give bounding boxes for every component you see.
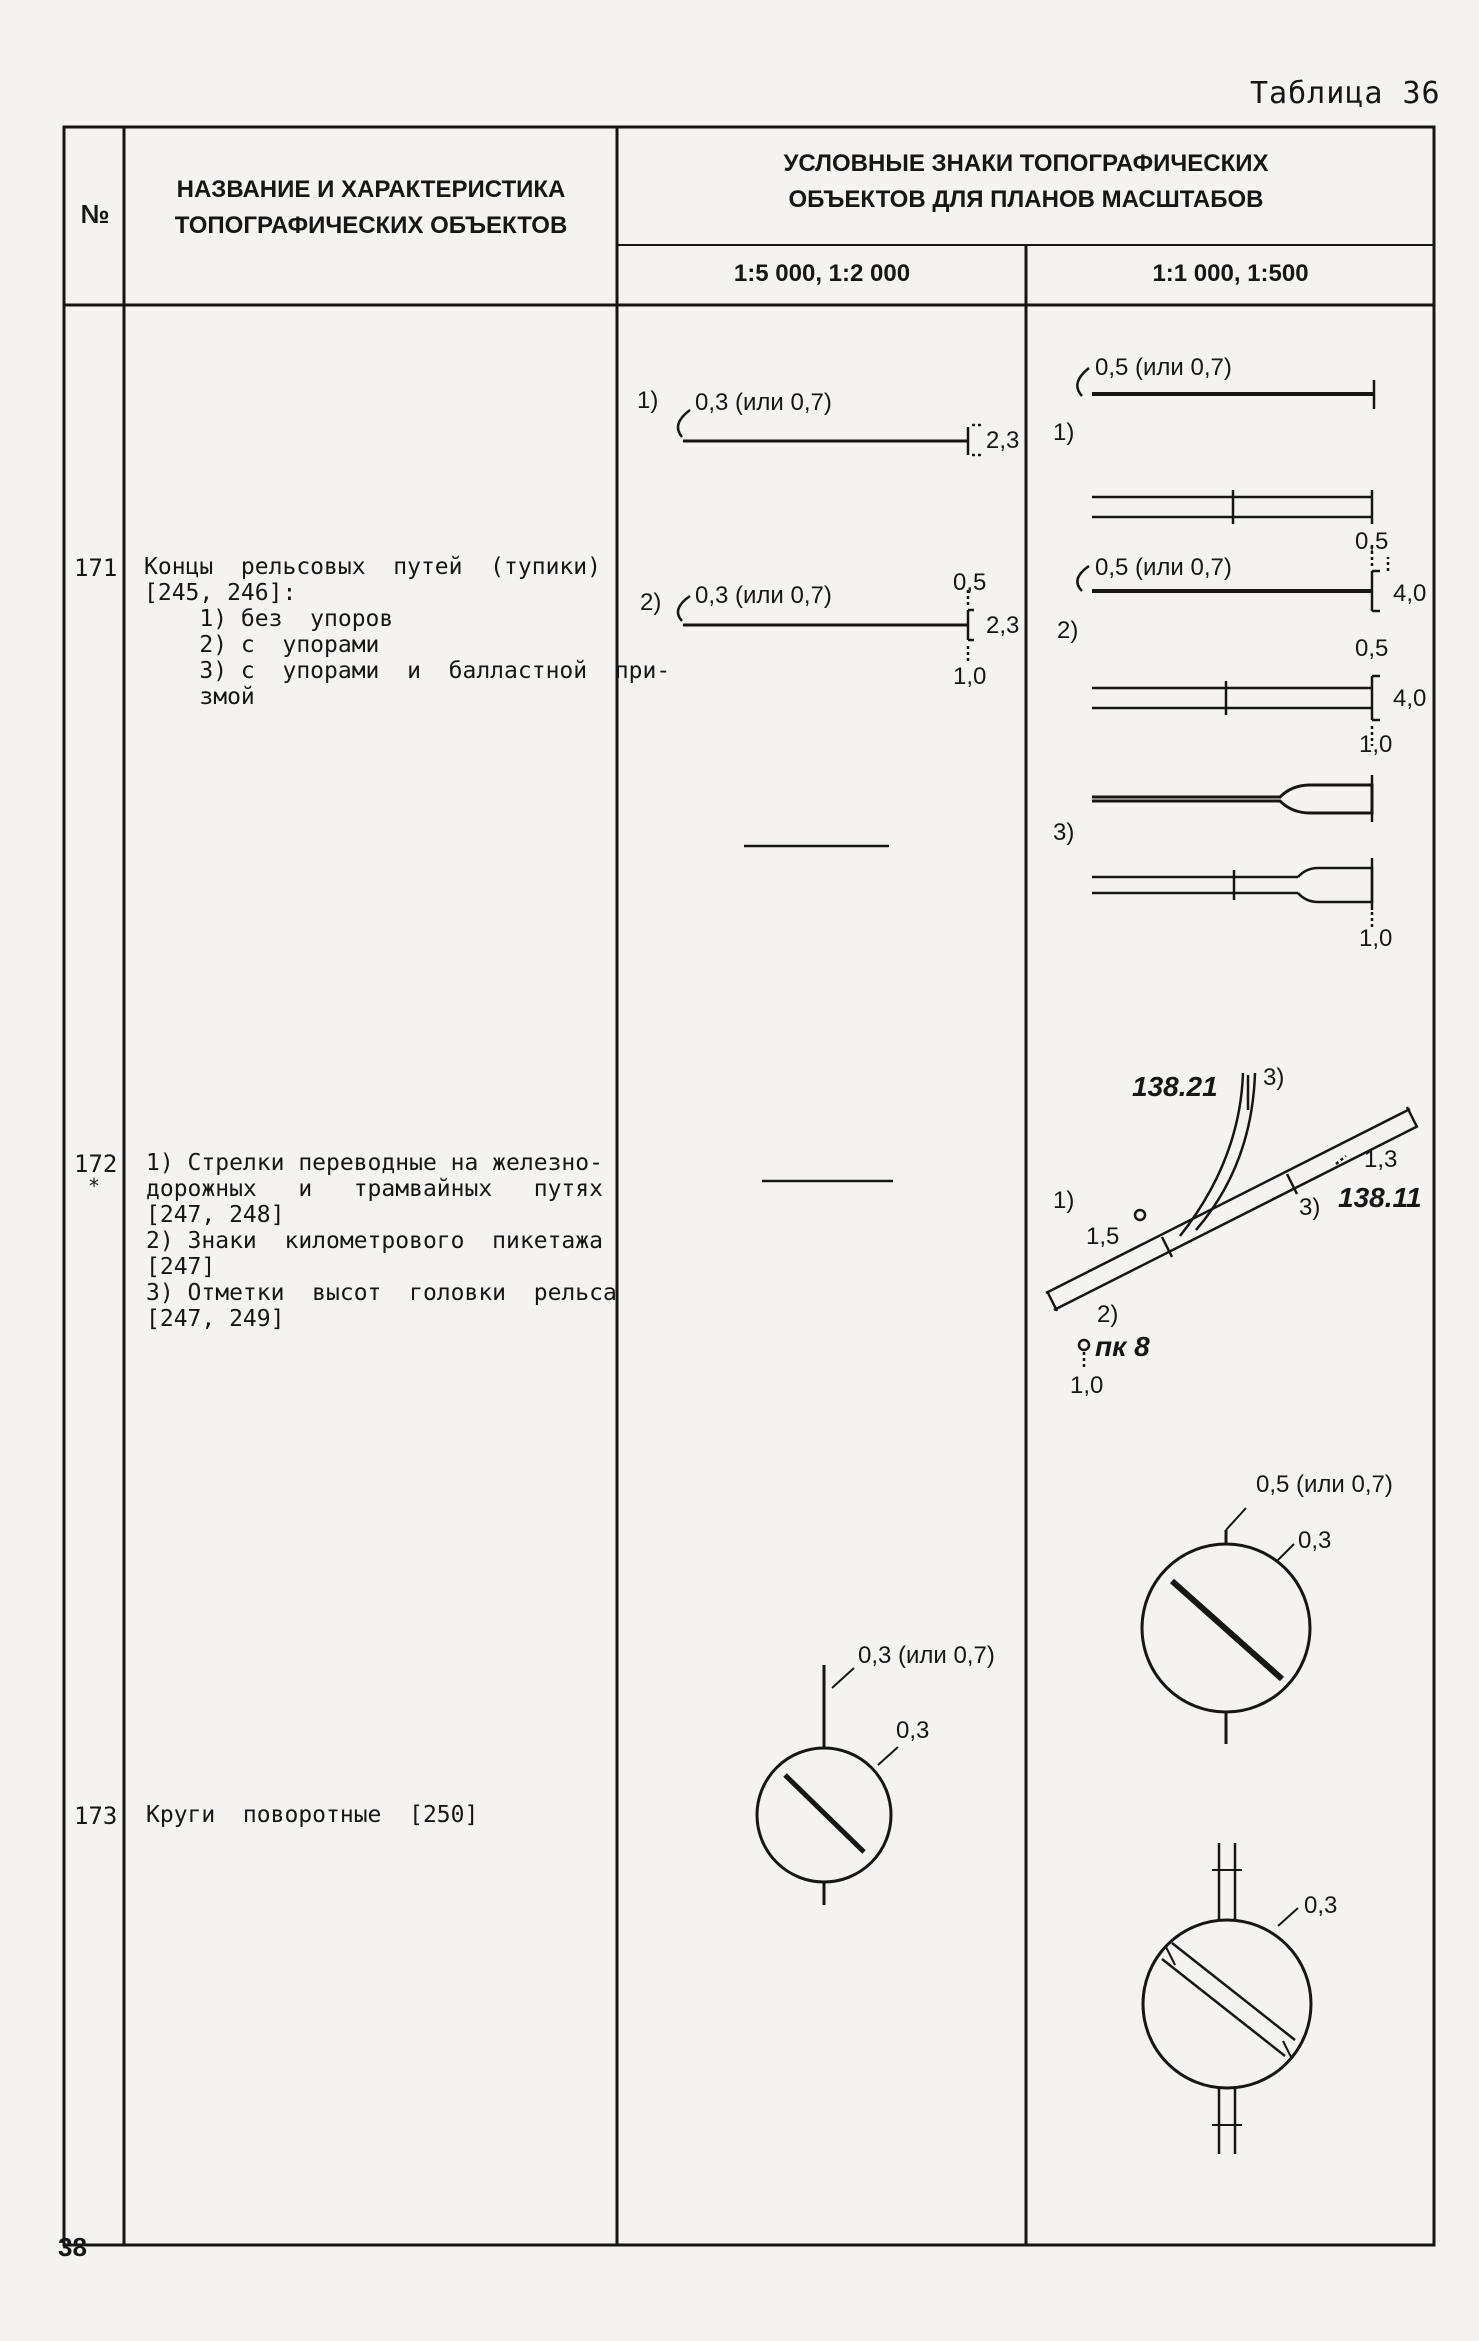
row-172-description: 1) Стрелки переводные на железно- дорожн… <box>146 1150 617 1332</box>
header-symbols-line2: ОБЪЕКТОВ ДЛЯ ПЛАНОВ МАСШТАБОВ <box>788 186 1264 213</box>
row-173-line: Круги поворотные [250] <box>146 1802 479 1828</box>
sym-171-2-dim-b: 2,3 <box>986 612 1019 639</box>
sym-171-L1-width: 0,5 (или 0,7) <box>1095 354 1232 381</box>
sym-171-1-label: 1) <box>637 387 658 414</box>
row172-large-symbols <box>1045 1072 1419 1370</box>
sym-171-L2b-dim-a: 0,5 <box>1355 635 1388 662</box>
table-frame <box>62 125 1436 2247</box>
row-172-num: 172 <box>74 1150 118 1178</box>
row-171-line: 3) с упорами и балластной при- <box>144 658 671 684</box>
sym-171-L3-label: 3) <box>1053 819 1074 846</box>
sym-173-large-dim: 0,3 <box>1298 1527 1331 1554</box>
header-scale-b: 1:1 000, 1:500 <box>1152 260 1309 287</box>
page-number: 38 <box>58 2232 87 2262</box>
sym-172-label-1: 1) <box>1053 1187 1074 1214</box>
row-172-line: 3) Отметки высот головки рельса <box>146 1280 617 1306</box>
sym-171-L2-dim-b: 4,0 <box>1393 580 1426 607</box>
sym-171-L3-dim: 1,0 <box>1359 925 1392 952</box>
sym-172-elev-b: 138.11 <box>1338 1182 1422 1213</box>
row-171-line: Концы рельсовых путей (тупики) <box>144 554 601 580</box>
sym-171-2-dim-c: 1,0 <box>953 663 986 690</box>
sym-171-L2b-dim-c: 1,0 <box>1359 731 1392 758</box>
sym-172-label-3b: 3) <box>1299 1194 1320 1221</box>
sym-173-small-dim: 0,3 <box>896 1717 929 1744</box>
header-num: № <box>80 199 110 229</box>
header-symbols: УСЛОВНЫЕ ЗНАКИ ТОПОГРАФИЧЕСКИХ ОБЪЕКТОВ … <box>620 146 1432 218</box>
row-172-line: 1) Стрелки переводные на железно- <box>146 1150 603 1176</box>
row-172-line: [247] <box>146 1254 216 1280</box>
sym-172-pk: пк 8 <box>1095 1331 1150 1362</box>
header-symbols-line1: УСЛОВНЫЕ ЗНАКИ ТОПОГРАФИЧЕСКИХ <box>783 150 1269 177</box>
row-171-line: 1) без упоров <box>144 606 394 632</box>
row173-small-symbol <box>755 1665 899 1905</box>
leader-arc <box>676 408 691 438</box>
sym-171-L2b-dim-b: 4,0 <box>1393 685 1426 712</box>
sym-172-elev-a: 138.21 <box>1132 1071 1218 1102</box>
sym-171-L2-label: 2) <box>1057 617 1078 644</box>
sym-172-label-3: 3) <box>1263 1064 1284 1091</box>
sym-171-L2-dim-a: 0,5 <box>1355 528 1388 555</box>
sym-171-L2-width: 0,5 (или 0,7) <box>1095 554 1232 581</box>
row-172-mark: * <box>88 1174 101 1198</box>
row-171-line: змой <box>144 684 255 710</box>
sym-171-2-dim-a: 0,5 <box>953 569 986 596</box>
sym-172-dim-10: 1,0 <box>1070 1372 1103 1399</box>
sym-172-dim-15: 1,5 <box>1086 1223 1119 1250</box>
sym-173-large-width: 0,5 (или 0,7) <box>1256 1471 1393 1498</box>
sym-172-dim-13: 1,3 <box>1364 1146 1397 1173</box>
header-name-line1: НАЗВАНИЕ И ХАРАКТЕРИСТИКА <box>176 176 566 203</box>
row-171-description: Концы рельсовых путей (тупики) [245, 246… <box>144 554 671 710</box>
row-173-num: 173 <box>74 1802 118 1830</box>
row-171-line: 2) с упорами <box>144 632 380 658</box>
sym-171-2-width: 0,3 (или 0,7) <box>695 582 832 609</box>
table-label: Таблица 36 <box>1250 76 1441 111</box>
row-173-description: Круги поворотные [250] <box>146 1802 616 1828</box>
sym-171-1-width: 0,3 (или 0,7) <box>695 389 832 416</box>
row-172-line: [247, 249] <box>146 1306 285 1332</box>
row-172-line: 2) Знаки километрового пикетажа <box>146 1228 603 1254</box>
row-172-line: [247, 248] <box>146 1202 285 1228</box>
row173-large-symbols <box>1140 1507 1313 2154</box>
sym-173-large2-dim: 0,3 <box>1304 1892 1337 1919</box>
sym-171-2-label: 2) <box>640 589 661 616</box>
row171-large-symbols <box>1076 367 1390 930</box>
sym-171-1-dim: 2,3 <box>986 427 1019 454</box>
header-name-line2: ТОПОГРАФИЧЕСКИХ ОБЪЕКТОВ <box>174 212 568 239</box>
row-172-line: дорожных и трамвайных путях <box>146 1176 603 1202</box>
sym-171-L1-label: 1) <box>1053 419 1074 446</box>
header-name: НАЗВАНИЕ И ХАРАКТЕРИСТИКА ТОПОГРАФИЧЕСКИ… <box>130 172 612 244</box>
sym-173-small-width: 0,3 (или 0,7) <box>858 1642 995 1669</box>
sym-172-label-2: 2) <box>1097 1301 1118 1328</box>
row171-small-symbols <box>676 408 982 848</box>
header-scale-a: 1:5 000, 1:2 000 <box>733 260 911 287</box>
row-171-num: 171 <box>74 554 118 582</box>
row-171-line: [245, 246]: <box>144 580 297 606</box>
